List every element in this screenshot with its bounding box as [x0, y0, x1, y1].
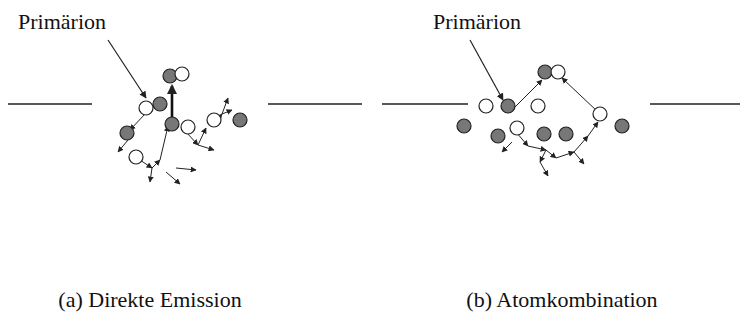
ion-arrow: [108, 40, 146, 98]
cascade-arrows: [502, 78, 598, 176]
ion-label: Primärion: [18, 10, 106, 34]
emission-arrow: [171, 86, 174, 120]
atoms: [457, 65, 629, 143]
ion-label: Primärion: [433, 10, 521, 34]
atoms: [120, 67, 247, 164]
surface-line: [8, 103, 740, 104]
ion-arrow: [470, 40, 503, 100]
cascade-arrows: [118, 98, 232, 184]
panel-caption: (b) Atomkombination: [466, 288, 657, 312]
panel-caption: (a) Direkte Emission: [58, 288, 241, 312]
